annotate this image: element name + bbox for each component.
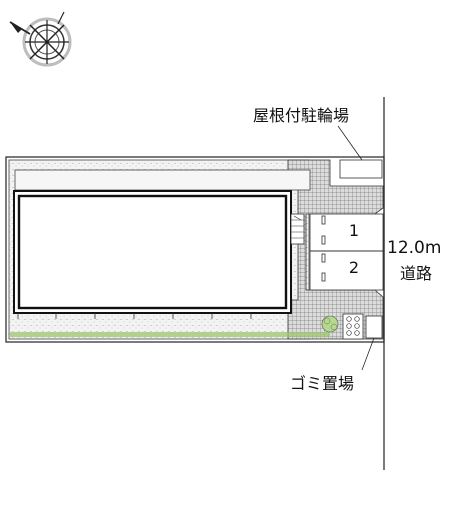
bicycle-parking-box (339, 159, 383, 179)
parking-space-1: 1 (349, 221, 359, 240)
parking-area (309, 213, 384, 291)
wheel-stop (321, 253, 326, 263)
bicycle-parking-label: 屋根付駐輪場 (253, 106, 349, 125)
wheel-stop (321, 235, 326, 245)
road-label: 道路 (400, 264, 432, 283)
garbage-bins (342, 313, 364, 340)
compass-rose-icon (9, 11, 72, 67)
garbage-area-box (365, 315, 383, 339)
building-inner (17, 194, 288, 310)
garbage-area-leader (361, 337, 375, 371)
wheel-stop (321, 272, 326, 282)
grass-strip (10, 332, 330, 337)
parking-space-2: 2 (349, 258, 359, 277)
perimeter-ticks (17, 313, 252, 319)
building-roof-strip (14, 169, 311, 191)
bicycle-parking-leader (337, 125, 363, 161)
garbage-area-label: ゴミ置場 (290, 374, 354, 393)
shrub-icon (321, 315, 339, 333)
wheel-stop (321, 215, 326, 225)
road-width-label: 12.0m (387, 238, 441, 258)
stairs (290, 213, 305, 245)
